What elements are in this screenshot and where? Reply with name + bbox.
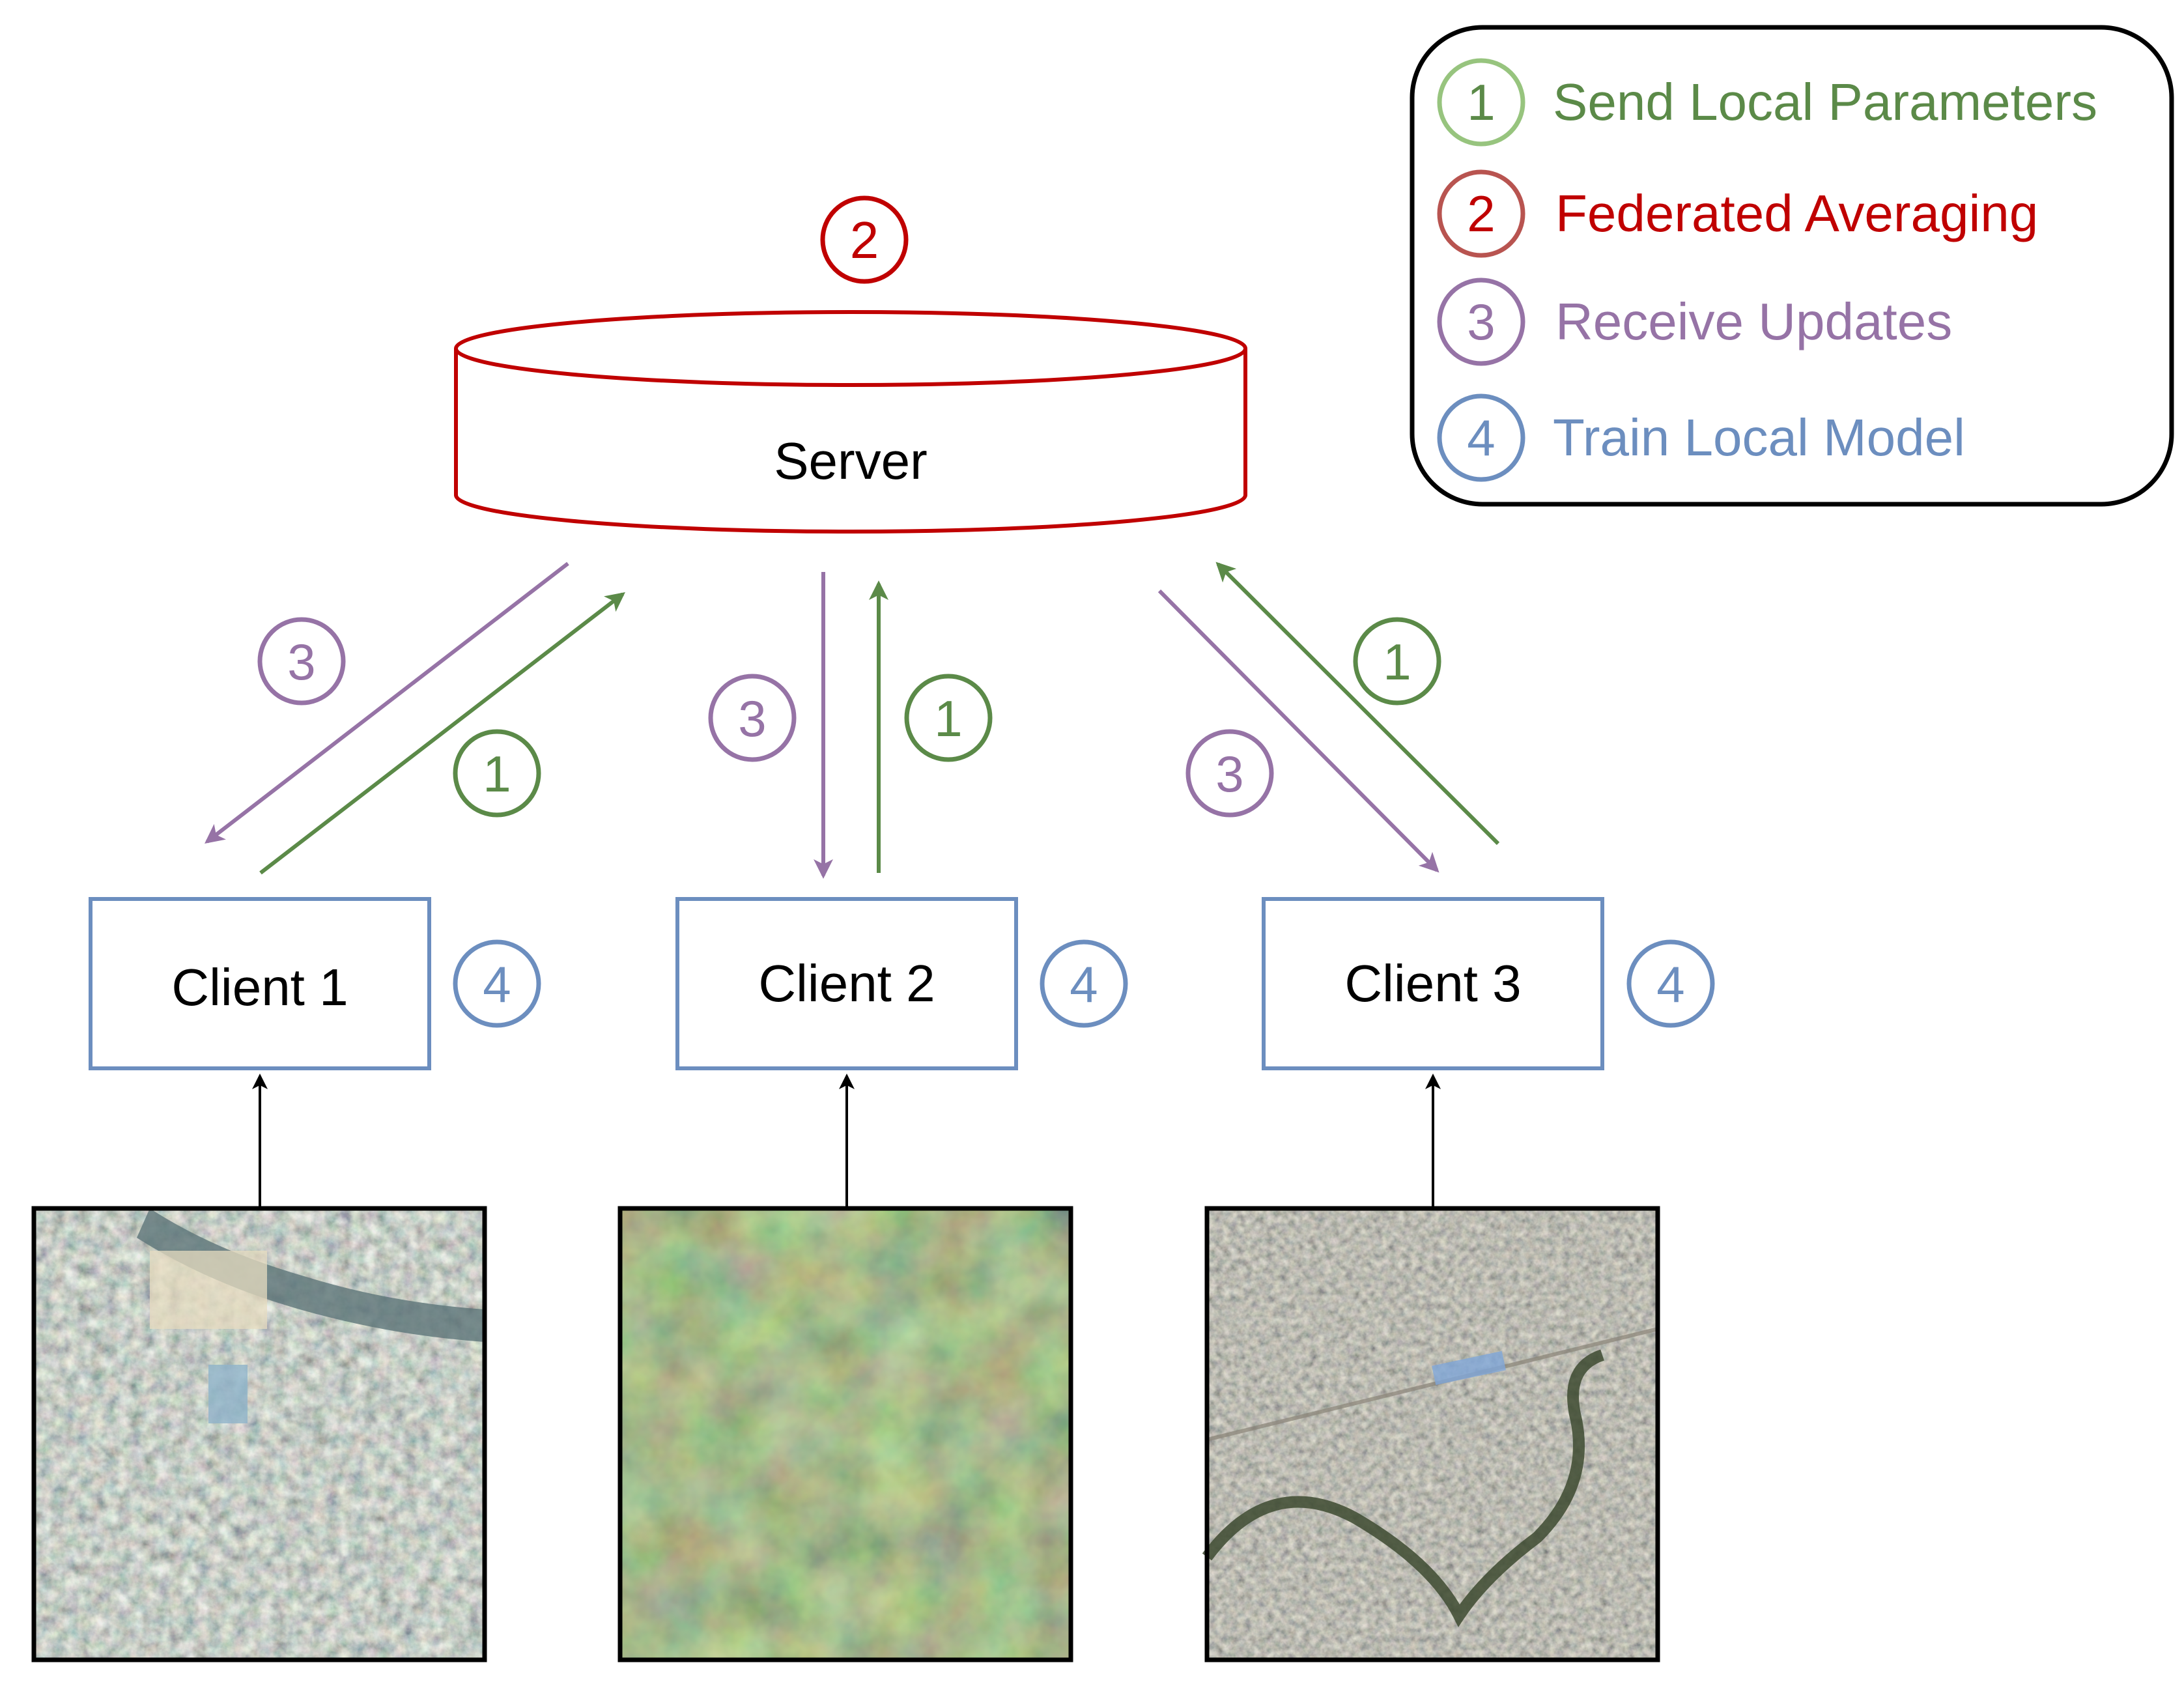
link-client-1: 3 1 (205, 562, 625, 875)
client-box (89, 897, 431, 1070)
client-label: Client 3 (1344, 954, 1521, 1012)
send-parameters-arrow (1215, 562, 1500, 846)
client-2: Client 2 4 (617, 897, 1128, 1662)
client-3: Client 3 4 (1202, 897, 1715, 1662)
send-step-badge: 1 (453, 729, 541, 818)
link-client-3: 3 1 (1157, 562, 1500, 873)
dense-urban-satellite-image (31, 1206, 487, 1662)
client-label: Client 1 (171, 958, 348, 1016)
server: 2 Server (454, 195, 1247, 534)
legend-label: Train Local Model (1553, 408, 1965, 466)
link-client-2: 3 1 (708, 572, 993, 879)
client-box (675, 897, 1018, 1070)
grassland-satellite-image (617, 1206, 1073, 1662)
receive-step-badge: 3 (1185, 729, 1274, 818)
legend-item-send: 1 Send Local Parameters (1437, 58, 2097, 147)
legend-step-number: 1 (1467, 74, 1495, 131)
receive-updates-arrow (205, 562, 569, 844)
send-step-badge: 1 (1353, 617, 1441, 706)
legend-label: Send Local Parameters (1553, 73, 2097, 131)
legend-item-train: 4 Train Local Model (1437, 393, 1965, 482)
legend-step-badge (1437, 58, 1525, 147)
receive-step-number: 3 (287, 633, 315, 691)
send-parameters-arrow (259, 592, 625, 875)
train-step-number: 4 (1656, 956, 1684, 1013)
legend-box (1410, 25, 2174, 507)
server-cylinder (454, 310, 1247, 534)
legend-label: Federated Averaging (1555, 184, 2038, 242)
legend-label: Receive Updates (1555, 292, 1952, 350)
train-step-number: 4 (1070, 956, 1098, 1013)
server-step-badge: 2 (820, 195, 909, 284)
train-step-badge: 4 (1626, 939, 1715, 1028)
send-step-number: 1 (1383, 633, 1411, 691)
legend: 1 Send Local Parameters 2 Federated Aver… (1410, 25, 2174, 507)
send-step-badge: 1 (904, 674, 993, 762)
receive-updates-arrow (1157, 589, 1439, 873)
legend-step-number: 2 (1467, 185, 1495, 242)
client-label: Client 2 (758, 954, 935, 1012)
server-step-number: 2 (850, 211, 879, 269)
city-with-river-satellite-image (1202, 1206, 1660, 1662)
send-step-number: 1 (934, 690, 962, 747)
receive-step-number: 3 (1215, 745, 1243, 803)
client-box (1262, 897, 1604, 1070)
legend-item-averaging: 2 Federated Averaging (1437, 169, 2038, 258)
legend-step-badge (1437, 278, 1525, 366)
legend-step-number: 3 (1467, 293, 1495, 350)
receive-step-number: 3 (738, 690, 766, 747)
legend-step-badge (1437, 169, 1525, 258)
train-step-badge: 4 (1040, 939, 1128, 1028)
server-label: Server (774, 432, 928, 490)
send-step-number: 1 (483, 745, 511, 803)
receive-step-badge: 3 (257, 617, 346, 706)
train-step-number: 4 (483, 956, 511, 1013)
legend-step-badge (1437, 393, 1525, 482)
receive-step-badge: 3 (708, 674, 797, 762)
legend-step-number: 4 (1467, 409, 1495, 466)
train-step-badge: 4 (453, 939, 541, 1028)
client-1: Client 1 4 (31, 897, 541, 1662)
legend-item-receive: 3 Receive Updates (1437, 278, 1952, 366)
